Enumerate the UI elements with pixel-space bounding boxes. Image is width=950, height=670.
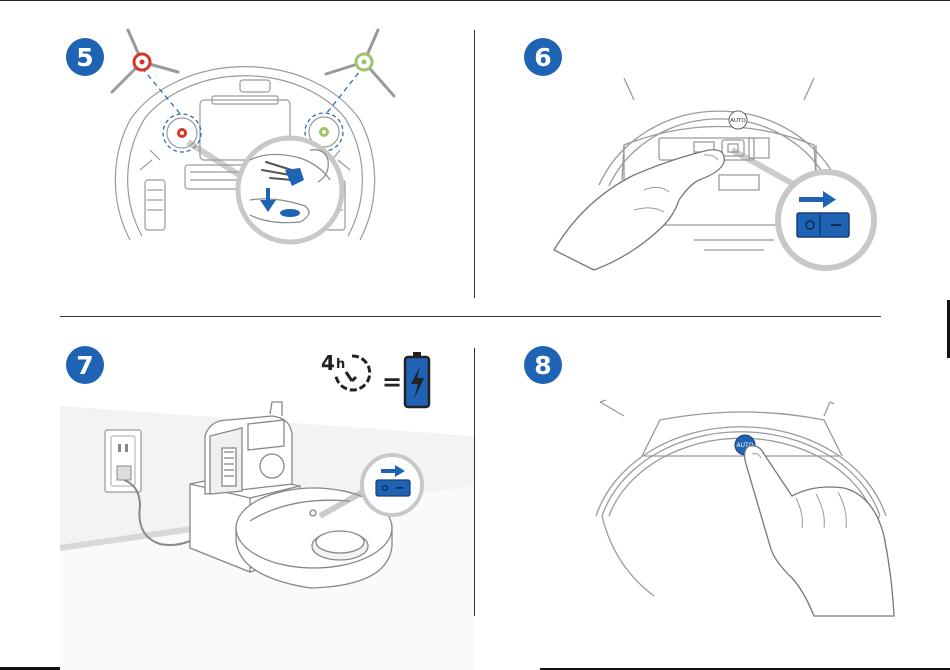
step-7-illustration: 4 h = bbox=[0, 316, 474, 670]
hand-icon bbox=[745, 446, 894, 616]
battery-icon bbox=[405, 352, 429, 407]
step-6-illustration: AUTO bbox=[474, 0, 950, 316]
equals-sign: = bbox=[382, 368, 402, 396]
side-brush-icon bbox=[112, 30, 178, 92]
charge-duration: 4 bbox=[321, 351, 335, 375]
step-5-illustration bbox=[0, 0, 474, 316]
charge-unit: h bbox=[336, 357, 345, 372]
step-7-panel: 7 4 h = bbox=[0, 316, 474, 670]
hand-icon bbox=[554, 150, 724, 270]
step-8-panel: 8 AUTO bbox=[474, 316, 950, 670]
power-switch-zoom bbox=[362, 455, 422, 515]
auto-button-label: AUTO bbox=[730, 118, 746, 124]
step-8-illustration: AUTO bbox=[474, 316, 950, 670]
wall-outlet-icon bbox=[105, 430, 141, 492]
power-switch-icon bbox=[376, 480, 410, 496]
power-switch-icon bbox=[797, 213, 849, 237]
charge-time-equation: 4 h = bbox=[321, 351, 429, 407]
power-switch-zoom bbox=[778, 172, 874, 268]
side-brush-icon bbox=[326, 30, 394, 96]
auto-button[interactable]: AUTO bbox=[729, 111, 747, 129]
step-6-panel: 6 AUTO bbox=[474, 0, 950, 316]
brush-install-zoom bbox=[238, 138, 342, 242]
step-5-panel: 5 bbox=[0, 0, 474, 316]
